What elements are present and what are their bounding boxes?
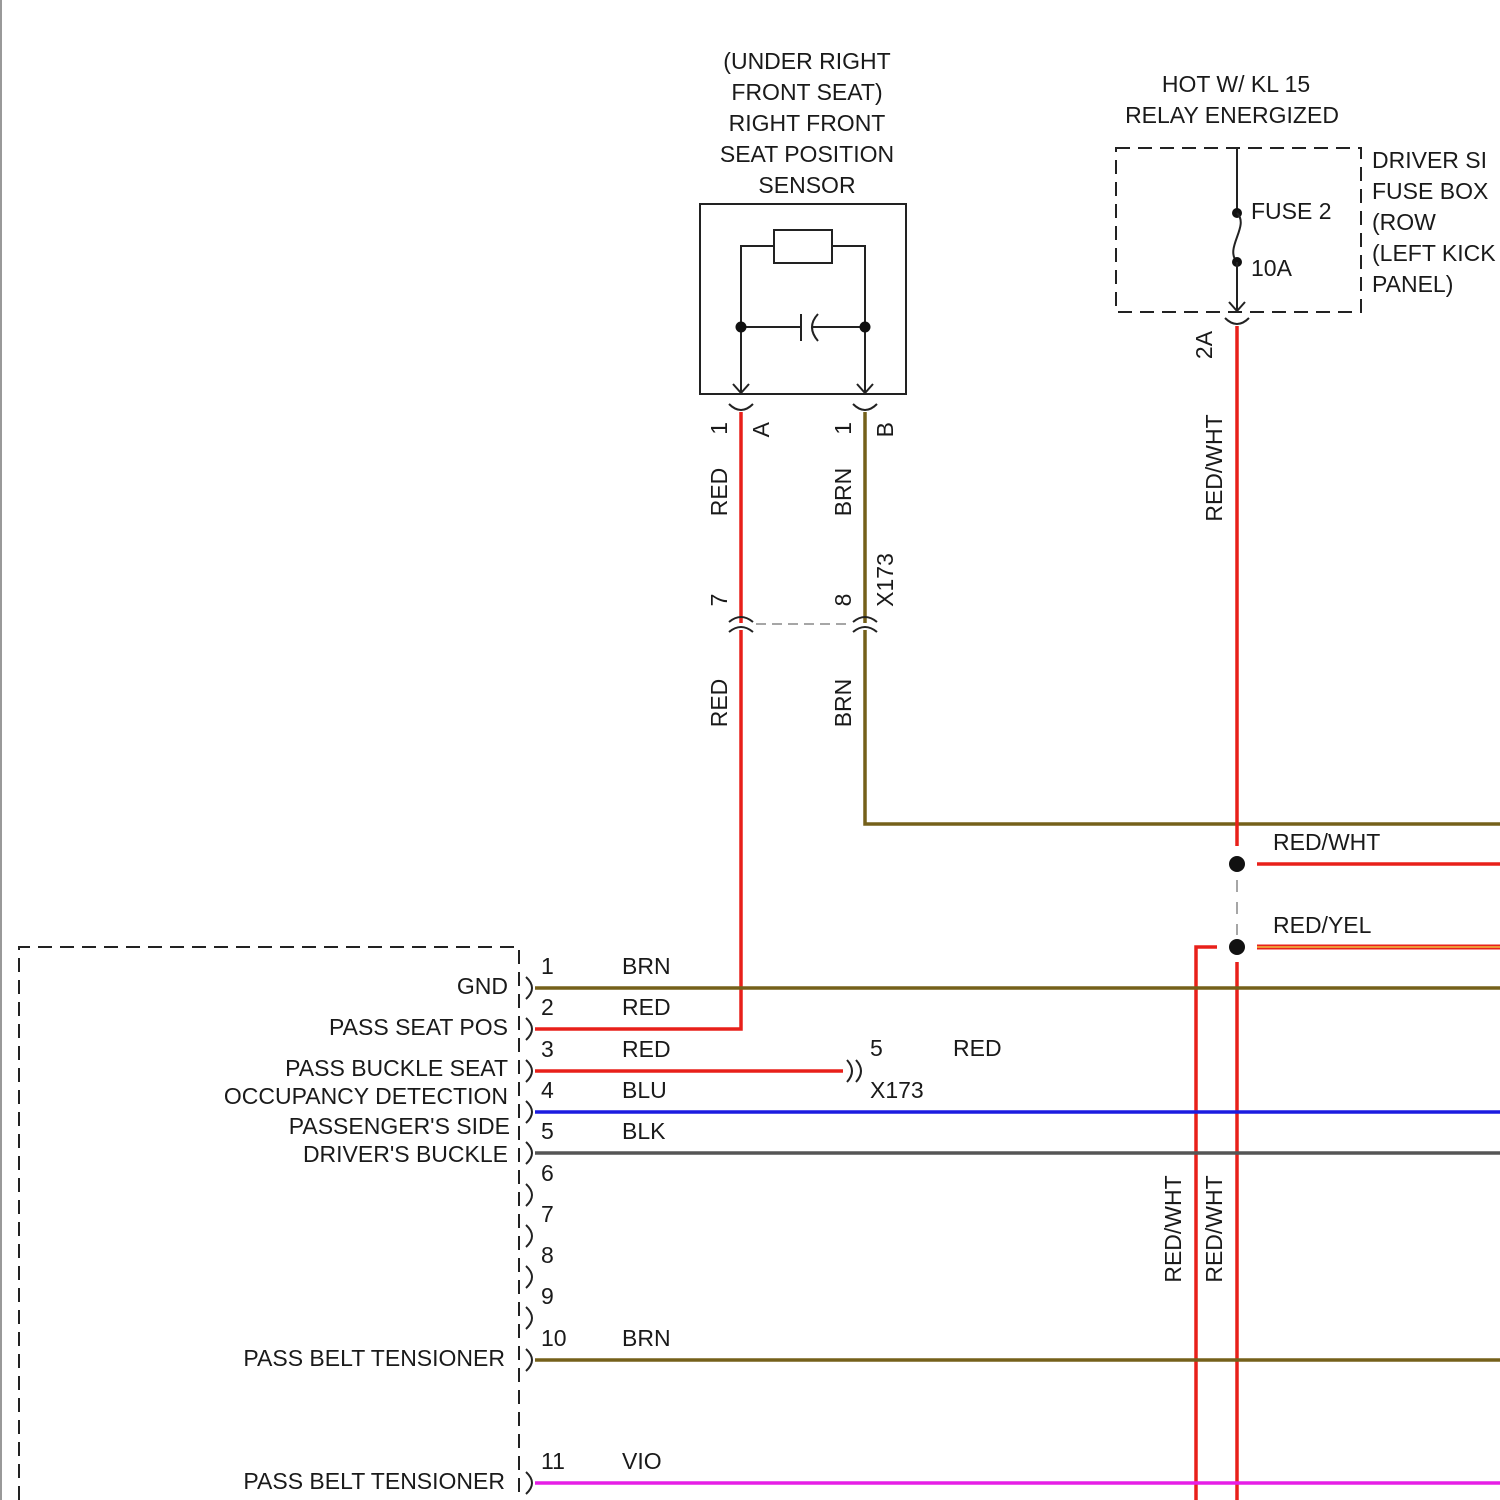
module-pin-connector bbox=[526, 1266, 532, 1288]
module-pin-wire-label: BLU bbox=[622, 1077, 667, 1103]
module-pin-connector bbox=[526, 1307, 532, 1329]
module-pin-number: 10 bbox=[541, 1325, 567, 1351]
module-pin-connector bbox=[526, 977, 532, 999]
fuse-box-name-line-5: PANEL) bbox=[1372, 271, 1453, 297]
module-pin-wire-label: BRN bbox=[622, 953, 671, 979]
module-pin-function: DRIVER'S BUCKLE bbox=[303, 1141, 508, 1167]
module-pin-function: OCCUPANCY DETECTION bbox=[224, 1083, 508, 1109]
module-pin-connector bbox=[526, 1101, 532, 1123]
fuse-box-title-line-2: RELAY ENERGIZED bbox=[1125, 102, 1339, 128]
wire-brn-sensor-ground bbox=[865, 630, 1500, 824]
connector-x173: 7 8 X173 bbox=[706, 553, 898, 632]
pin-b-connector bbox=[853, 404, 877, 410]
wire-label-red-upper: RED bbox=[706, 468, 732, 517]
module-pin-number: 9 bbox=[541, 1283, 554, 1309]
splice-red-yel-label: RED/YEL bbox=[1273, 912, 1372, 938]
sensor-body bbox=[700, 204, 906, 394]
fuse-symbol bbox=[1233, 213, 1241, 262]
module-pin-function: GND bbox=[457, 973, 508, 999]
module-pin-connector bbox=[526, 1018, 532, 1040]
fuse-box-name-line-4: (LEFT KICK bbox=[1372, 240, 1496, 266]
x173-lower-name: X173 bbox=[870, 1077, 924, 1103]
module-pin-function: PASS BELT TENSIONER bbox=[243, 1468, 505, 1494]
module-pin-wire-label: RED bbox=[622, 994, 671, 1020]
x173-lower-wire: RED bbox=[953, 1035, 1002, 1061]
wire-label-fuse-feed: RED/WHT bbox=[1201, 414, 1227, 521]
module-pin-wire-label: BRN bbox=[622, 1325, 671, 1351]
x173-pin-7: 7 bbox=[706, 594, 732, 607]
splice-group: RED/WHT RED/YEL RED/WHT RED/WHT bbox=[1160, 829, 1500, 1500]
sensor-internal-left bbox=[741, 246, 774, 392]
sensor-resistor bbox=[774, 230, 832, 263]
sensor-title-line-4: SEAT POSITION bbox=[720, 141, 894, 167]
module-pin-wire-label: BLK bbox=[622, 1118, 666, 1144]
pin-b-cavity: 1 bbox=[830, 422, 856, 435]
pin-a-letter: A bbox=[748, 421, 774, 437]
module-pin-connector bbox=[526, 1225, 532, 1247]
module-pin-function: PASSENGER'S SIDE bbox=[289, 1113, 510, 1139]
vertical-wire-label-1: RED/WHT bbox=[1160, 1175, 1186, 1282]
wire-label-red-lower: RED bbox=[706, 679, 732, 728]
wire-label-brn-lower: BRN bbox=[830, 679, 856, 728]
fuse-rating: 10A bbox=[1251, 255, 1293, 281]
module-pin-connector bbox=[526, 1472, 532, 1494]
sensor-title-line-3: RIGHT FRONT bbox=[729, 110, 886, 136]
fuse-box: HOT W/ KL 15 RELAY ENERGIZED DRIVER SI F… bbox=[1116, 71, 1496, 359]
fuse-box-cavity: 2A bbox=[1191, 330, 1217, 359]
splice-red-yel bbox=[1229, 939, 1245, 955]
x173-lower-pin: 5 bbox=[870, 1035, 883, 1061]
module-pin-number: 2 bbox=[541, 994, 554, 1020]
x173-name-upper: X173 bbox=[872, 553, 898, 607]
sensor-node-left bbox=[736, 322, 747, 333]
wire-label-brn-upper: BRN bbox=[830, 468, 856, 517]
sensor-title-line-1: (UNDER RIGHT bbox=[723, 48, 890, 74]
vertical-wire-label-2: RED/WHT bbox=[1201, 1175, 1227, 1282]
connector-x173-lower: 5 RED X173 bbox=[847, 1035, 1002, 1103]
splice-red-wht-label: RED/WHT bbox=[1273, 829, 1380, 855]
module-pin-number: 11 bbox=[541, 1448, 565, 1474]
sensor-title-line-2: FRONT SEAT) bbox=[731, 79, 882, 105]
module-pin-number: 1 bbox=[541, 953, 554, 979]
pin-a-connector bbox=[729, 404, 753, 410]
fuse-name: FUSE 2 bbox=[1251, 198, 1332, 224]
splice-red-wht bbox=[1229, 856, 1245, 872]
module-pin-function: PASS BELT TENSIONER bbox=[243, 1345, 505, 1371]
fuse-box-name-line-2: FUSE BOX bbox=[1372, 178, 1488, 204]
module-pin-number: 6 bbox=[541, 1160, 554, 1186]
module-pin-connector bbox=[526, 1184, 532, 1206]
module-pin-connector bbox=[526, 1142, 532, 1164]
x173-pin-8: 8 bbox=[830, 594, 856, 607]
module-pin-number: 3 bbox=[541, 1036, 554, 1062]
fuse-box-connector bbox=[1225, 318, 1249, 324]
module-pin-number: 8 bbox=[541, 1242, 554, 1268]
module-pin-number: 4 bbox=[541, 1077, 554, 1103]
fuse-box-name-line-3: (ROW bbox=[1372, 209, 1436, 235]
sensor-node-right bbox=[860, 322, 871, 333]
pin-a-cavity: 1 bbox=[706, 422, 732, 435]
module-pin-number: 5 bbox=[541, 1118, 554, 1144]
sensor-internal-right bbox=[832, 246, 865, 392]
module-pin-function: PASS SEAT POS bbox=[329, 1014, 508, 1040]
module-pin-wire-label: RED bbox=[622, 1036, 671, 1062]
module-pin-wire-label: VIO bbox=[622, 1448, 662, 1474]
pin-b-letter: B bbox=[872, 422, 898, 437]
fuse-box-title-line-1: HOT W/ KL 15 bbox=[1162, 71, 1310, 97]
module-pin-number: 7 bbox=[541, 1201, 554, 1227]
module-pin-connector bbox=[526, 1349, 532, 1371]
fuse-box-name-line-1: DRIVER SI bbox=[1372, 147, 1487, 173]
sensor-title-line-5: SENSOR bbox=[758, 172, 855, 198]
module-pin-function: PASS BUCKLE SEAT bbox=[285, 1055, 508, 1081]
seat-position-sensor: (UNDER RIGHT FRONT SEAT) RIGHT FRONT SEA… bbox=[700, 48, 906, 410]
module-pin-connector bbox=[526, 1060, 532, 1082]
